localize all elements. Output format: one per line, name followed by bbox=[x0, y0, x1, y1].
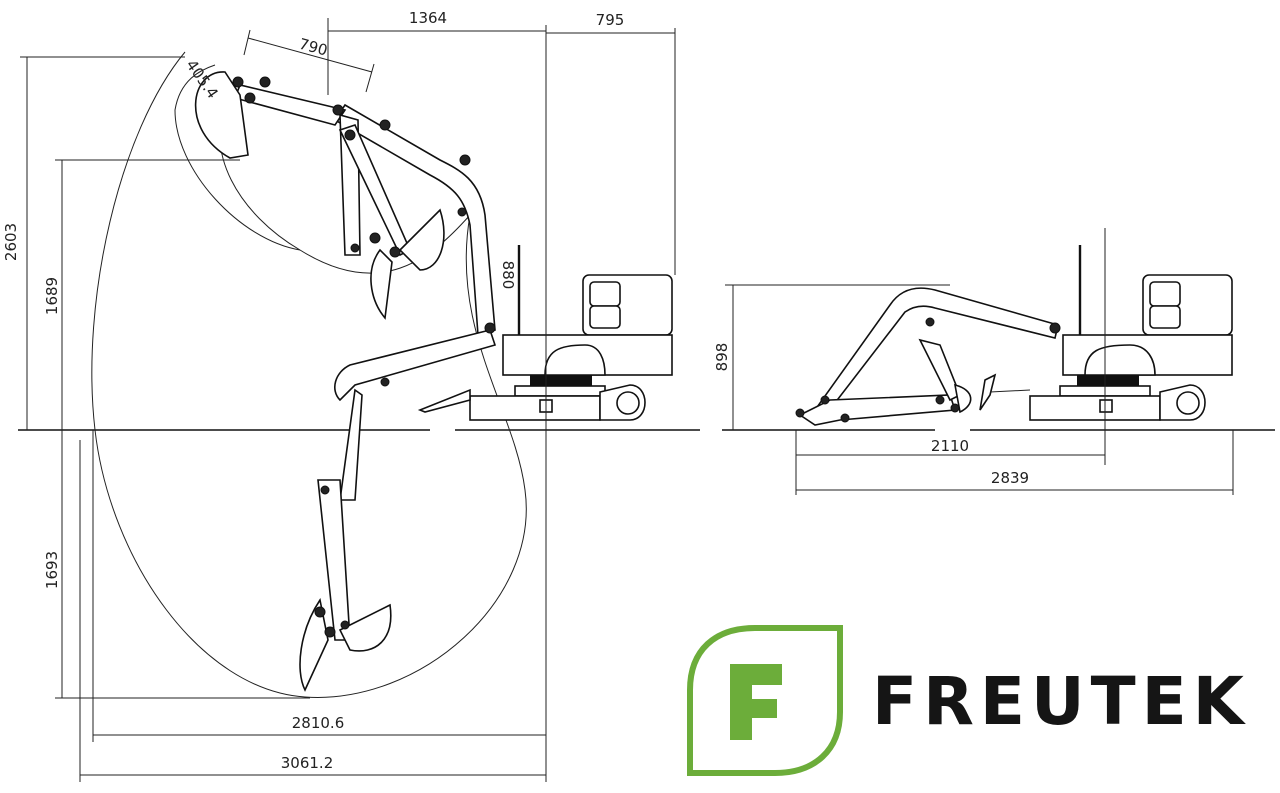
excavator-transport-view bbox=[795, 245, 1233, 426]
bucket-arc bbox=[174, 64, 301, 251]
dim-795: 795 bbox=[596, 11, 625, 29]
logo-letter-f bbox=[730, 664, 782, 740]
dim-1364: 1364 bbox=[409, 9, 447, 27]
leaf-frame-icon bbox=[687, 625, 843, 776]
dim-2839: 2839 bbox=[991, 469, 1029, 487]
dim-2603: 2603 bbox=[2, 223, 20, 261]
freutek-logo: FREUTEK bbox=[687, 625, 1250, 776]
excavator-max-reach-view bbox=[194, 71, 673, 692]
dim-2110: 2110 bbox=[931, 437, 969, 455]
dim-1693: 1693 bbox=[43, 551, 61, 589]
dim-2810-6: 2810.6 bbox=[292, 714, 345, 732]
digging-envelope bbox=[91, 51, 527, 698]
brand-name: FREUTEK bbox=[872, 663, 1250, 740]
dim-790: 790 bbox=[297, 35, 329, 60]
dim-3061-2: 3061.2 bbox=[281, 754, 334, 772]
dim-898: 898 bbox=[713, 343, 731, 372]
dim-880: 880 bbox=[499, 261, 517, 290]
dim-1689: 1689 bbox=[43, 277, 61, 315]
dimension-lines bbox=[20, 18, 1234, 782]
